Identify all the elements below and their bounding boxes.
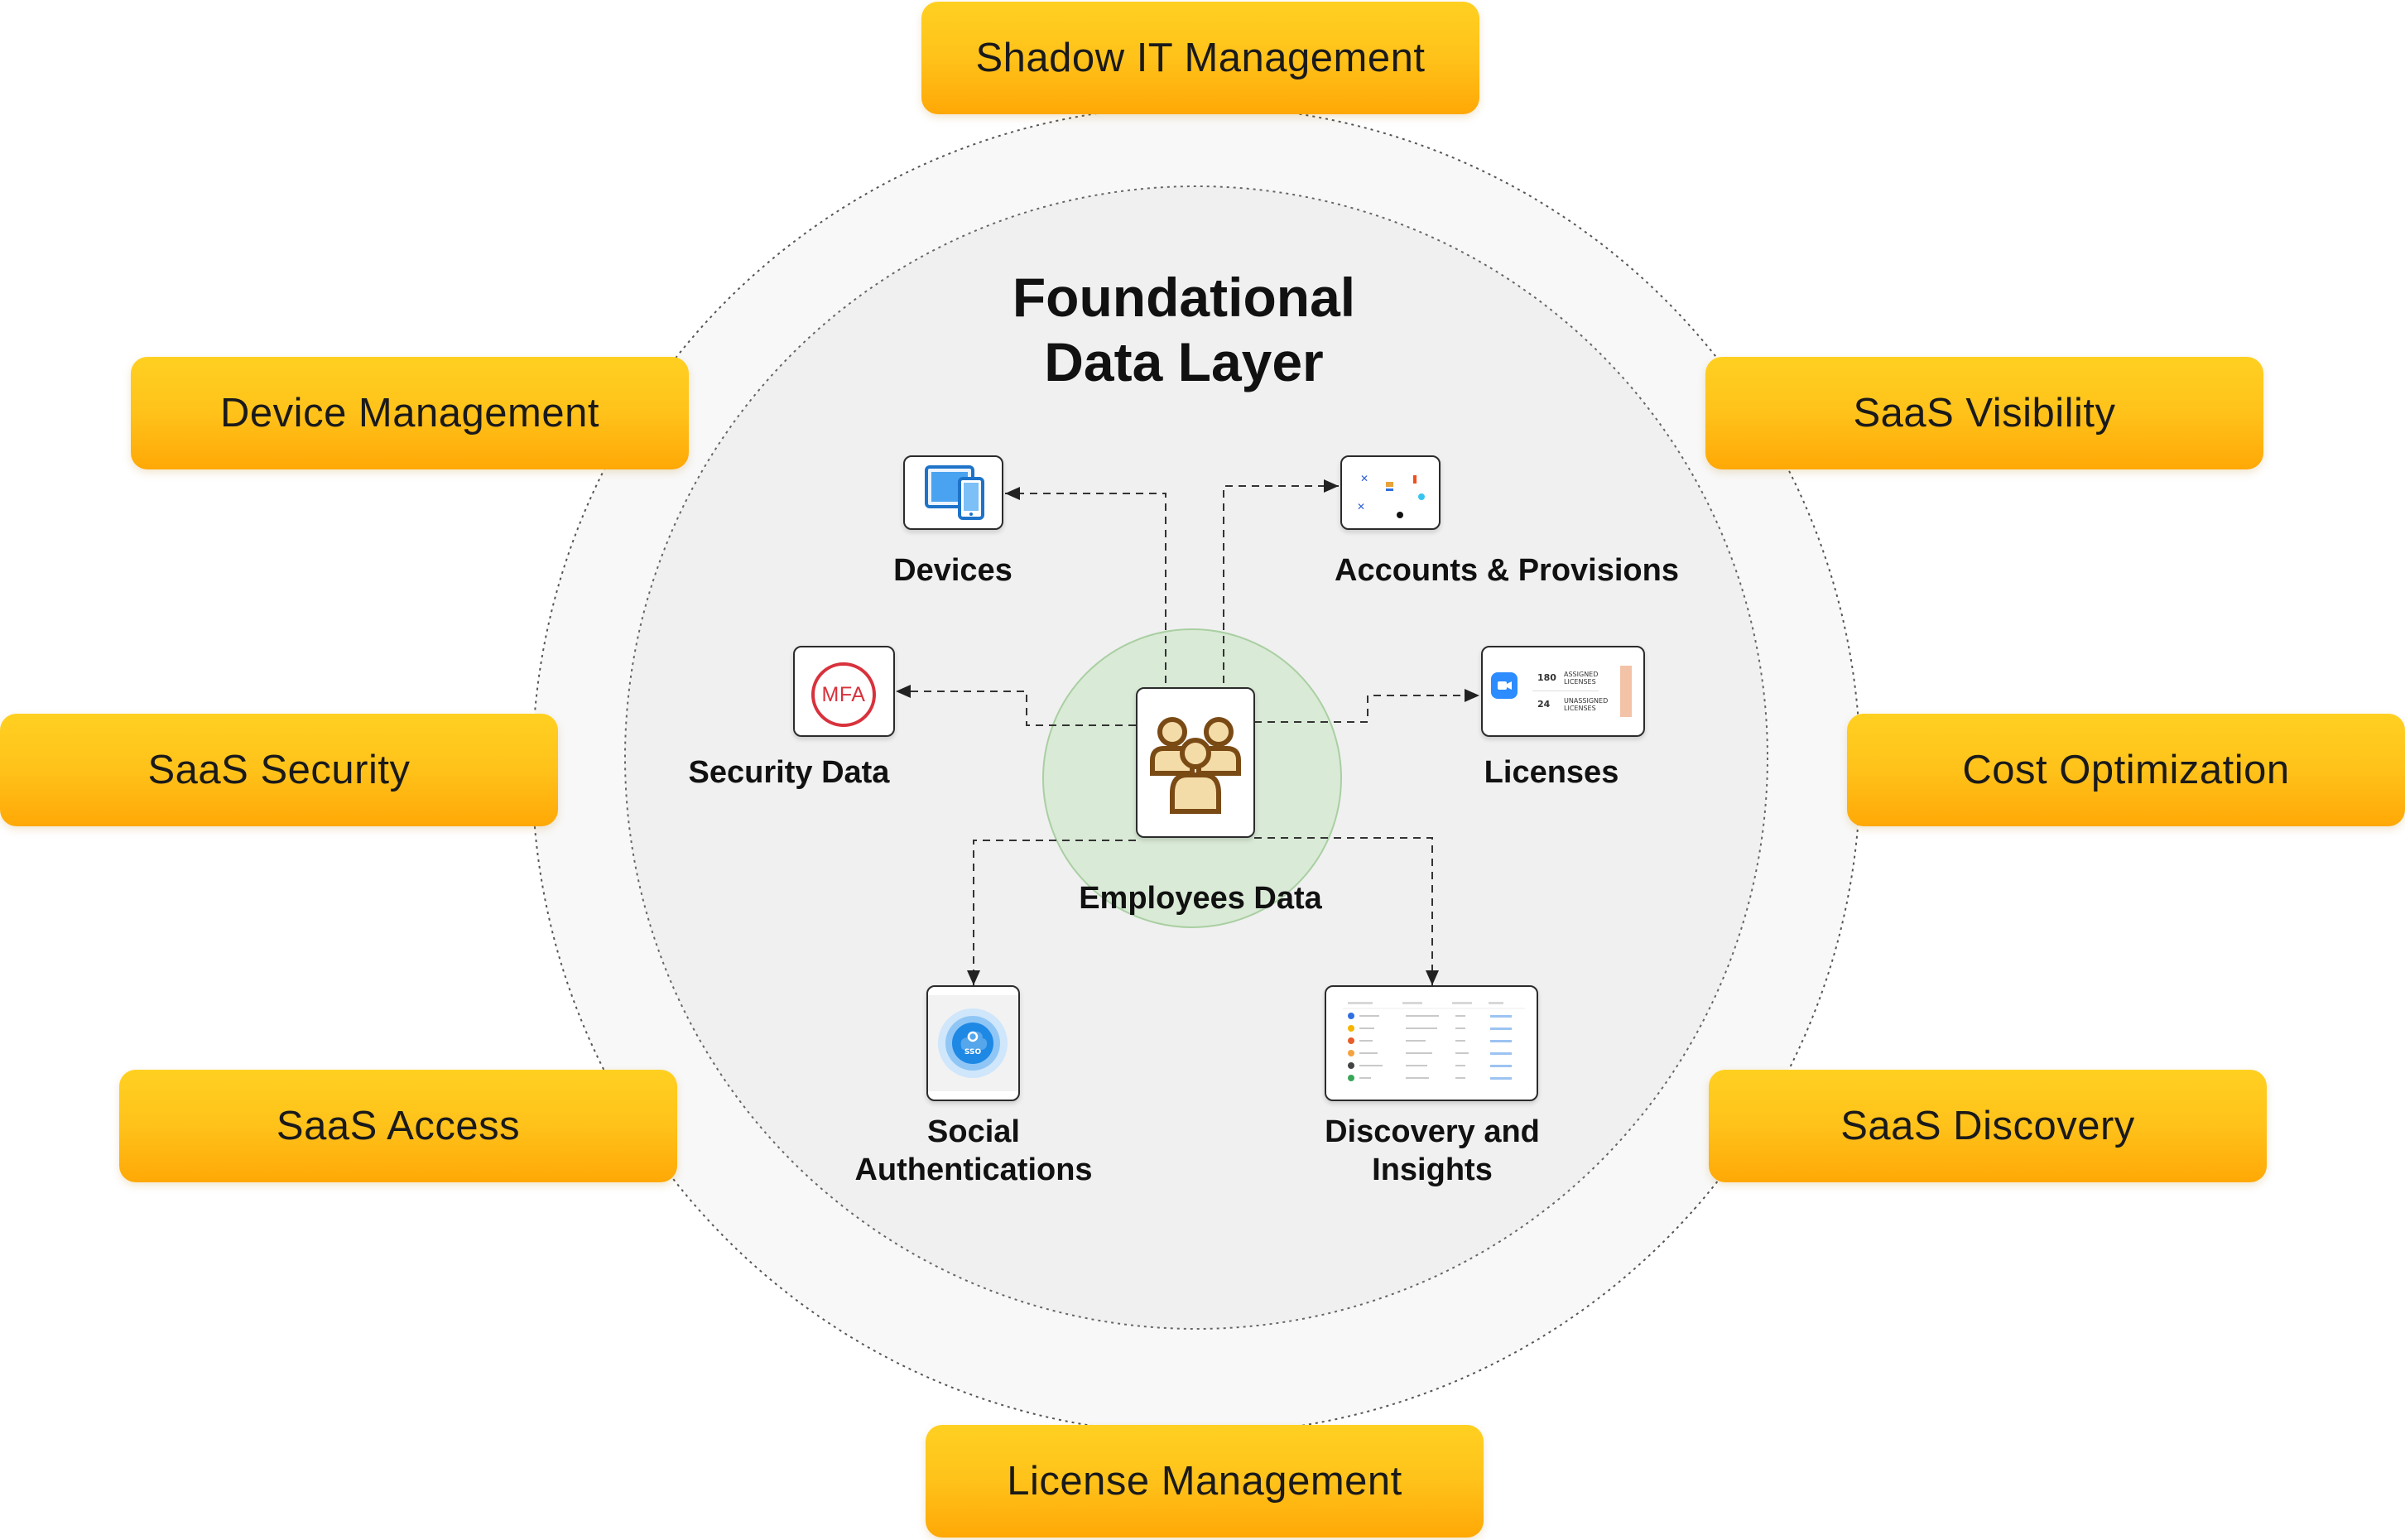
social-auth-label: Social Authentications [849,1113,1098,1189]
security-card: MFA [793,646,895,737]
social-auth-label-line2: Authentications [854,1153,1093,1187]
devices-label: Devices [893,553,1013,588]
discovery-label-line2: Insights [1372,1153,1493,1187]
unassigned-label: UNASSIGNED LICENSES [1564,697,1609,712]
sso-badge-text: SSO [964,1048,982,1056]
sso-cloud-icon: SSO [928,995,1018,1091]
license-summary-icon [1491,672,1518,699]
assigned-label: ASSIGNED LICENSES [1564,671,1599,686]
discovery-card [1325,985,1538,1101]
pill-device-management: Device Management [131,357,689,469]
svg-text:✕: ✕ [1357,501,1365,513]
pill-shadow-it-management: Shadow IT Management [921,2,1479,114]
assigned-count: 180 [1537,672,1556,683]
pill-license-management: License Management [926,1425,1484,1538]
svg-text:✕: ✕ [1360,473,1368,484]
licenses-label: Licenses [1484,755,1619,790]
pill-saas-access: SaaS Access [119,1070,677,1182]
accounts-card: ✕ ✕ [1340,455,1441,530]
connector-security [896,685,1136,726]
title-line-2: Data Layer [1044,331,1324,392]
employees-label: Employees Data [1079,881,1322,916]
connector-devices [1005,487,1166,683]
mfa-badge-text: MFA [821,682,866,706]
social-auth-card: SSO [926,985,1020,1101]
pill-saas-security: SaaS Security [0,714,558,826]
employees-card [1136,687,1255,838]
pill-saas-discovery: SaaS Discovery [1709,1070,2267,1182]
license-bar [1620,666,1632,717]
social-auth-label-line1: Social [927,1114,1020,1149]
discovery-label: Discovery and Insights [1308,1113,1556,1189]
connector-discovery [1254,837,1439,985]
discovery-table-icon [1343,1002,1525,1081]
pill-cost-optimization: Cost Optimization [1847,714,2405,826]
connector-social [967,840,1136,985]
pill-saas-visibility: SaaS Visibility [1705,357,2263,469]
unassigned-count: 24 [1537,699,1551,710]
connector-licenses [1254,689,1479,723]
discovery-label-line1: Discovery and [1325,1114,1540,1149]
diagram-title: Foundational Data Layer [936,265,1432,394]
licenses-card: 180 ASSIGNED LICENSES 24 UNASSIGNED LICE… [1481,646,1645,737]
people-group-icon [1150,717,1241,814]
security-label: Security Data [688,755,890,790]
accounts-label: Accounts & Provisions [1335,553,1679,588]
devices-icon [925,465,984,520]
devices-card [903,455,1003,530]
app-integrations-icon: ✕ ✕ [1357,473,1425,518]
title-line-1: Foundational [1012,267,1356,328]
mfa-icon: MFA [811,662,876,727]
